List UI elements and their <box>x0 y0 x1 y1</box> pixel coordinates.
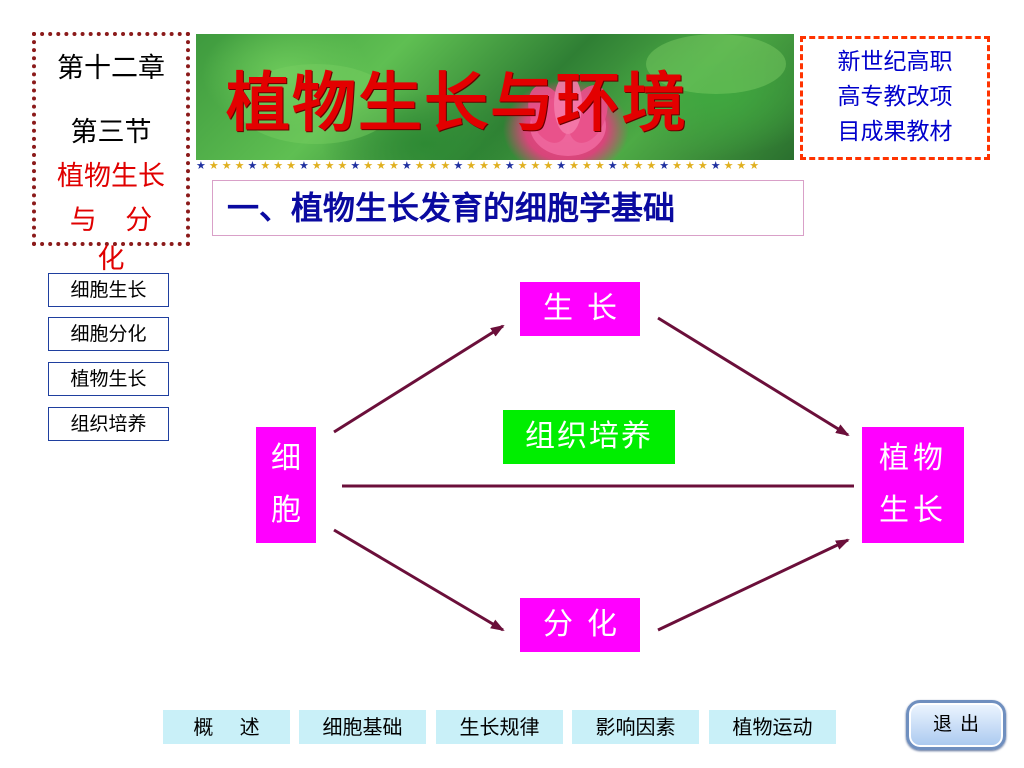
side-nav-plant-growth[interactable]: 植物生长 <box>48 362 169 396</box>
bottom-nav-plant-movement[interactable]: 植物运动 <box>709 710 836 744</box>
star-divider: ★★★★★★★★★★★★★★★★★★★★★★★★★★★★★★★★★★★★★★★★… <box>196 159 763 172</box>
chapter-box: 第十二章 第三节 植物生长 与 分 化 <box>32 32 190 275</box>
lotus-image <box>236 34 786 156</box>
node-plant-growth: 植物 生长 <box>862 427 964 543</box>
chapter-label: 第十二章 <box>57 53 165 84</box>
arrow-cell-to-differentiation <box>333 528 505 632</box>
side-nav-cell-growth[interactable]: 细胞生长 <box>48 273 169 307</box>
node-cell-line-1: 细 <box>271 441 301 476</box>
bottom-nav-overview[interactable]: 概 述 <box>163 710 290 744</box>
node-tissue-culture: 组织培养 <box>503 410 675 464</box>
node-growth: 生长 <box>520 282 640 336</box>
arrow-differentiation-to-plant <box>657 538 850 632</box>
section-heading: 一、植物生长发育的细胞学基础 <box>212 180 804 236</box>
side-nav-tissue-culture[interactable]: 组织培养 <box>48 407 169 441</box>
node-cell: 细 胞 <box>256 427 316 543</box>
side-nav-cell-differentiation[interactable]: 细胞分化 <box>48 317 169 351</box>
node-cell-line-2: 胞 <box>271 493 301 528</box>
bottom-nav-influencing-factors[interactable]: 影响因素 <box>572 710 699 744</box>
bottom-nav-cell-basics[interactable]: 细胞基础 <box>299 710 426 744</box>
series-line-1: 新世纪高职 <box>837 49 953 75</box>
node-plant-line-2: 生长 <box>879 493 947 528</box>
topic-line-1: 植物生长 <box>57 161 165 192</box>
arrow-cell-to-growth <box>333 324 505 434</box>
topic-line-2: 与 分 化 <box>69 205 163 275</box>
arrow-growth-to-plant <box>657 316 850 437</box>
series-line-3: 目成果教材 <box>837 119 953 145</box>
exit-button[interactable]: 退出 <box>906 700 1006 750</box>
node-differentiation: 分化 <box>520 598 640 652</box>
section-label: 第三节 <box>70 117 152 148</box>
series-box: 新世纪高职 高专教改项 目成果教材 <box>800 36 990 160</box>
series-line-2: 高专教改项 <box>837 84 953 110</box>
banner-title: 植物生长与环境 <box>226 66 688 141</box>
banner: 植物生长与环境 <box>196 34 794 160</box>
bottom-nav-growth-rules[interactable]: 生长规律 <box>436 710 563 744</box>
node-plant-line-1: 植物 <box>879 441 947 476</box>
